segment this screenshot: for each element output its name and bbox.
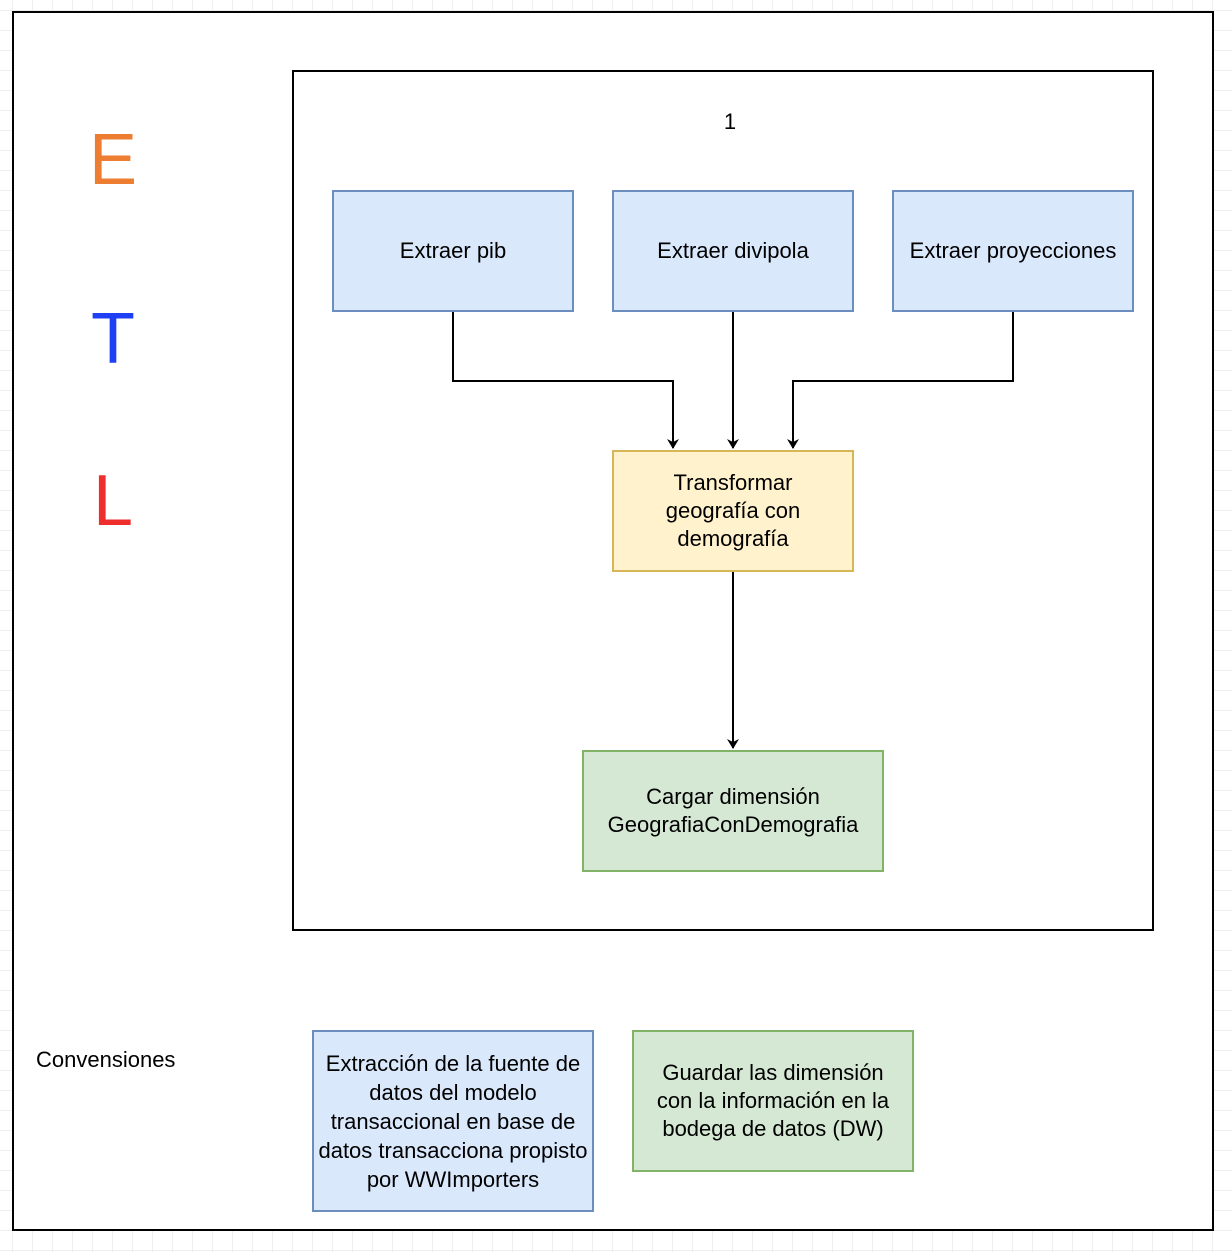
letter-l: L — [92, 461, 134, 541]
extract-pib-box[interactable]: Extraer pib — [332, 190, 574, 312]
conventions-title: Convensiones — [36, 1047, 176, 1072]
extract-divipola-box[interactable]: Extraer divipola — [612, 190, 854, 312]
process-number: 1 — [723, 109, 737, 134]
process-container[interactable] — [292, 70, 1154, 931]
letter-t: T — [91, 299, 135, 379]
arrow-proyecciones-to-transform[interactable] — [787, 312, 1014, 449]
load-box[interactable]: Cargar dimensión GeografiaConDemografia — [582, 750, 884, 872]
convention-extract-box[interactable]: Extracción de la fuente de datos del mod… — [312, 1030, 594, 1212]
transform-box[interactable]: Transformar geografía con demografía — [612, 450, 854, 572]
extract-proyecciones-box[interactable]: Extraer proyecciones — [892, 190, 1134, 312]
convention-load-box[interactable]: Guardar las dimensión con la información… — [632, 1030, 914, 1172]
arrow-pib-to-transform[interactable] — [452, 312, 679, 449]
letter-e: E — [88, 120, 138, 200]
